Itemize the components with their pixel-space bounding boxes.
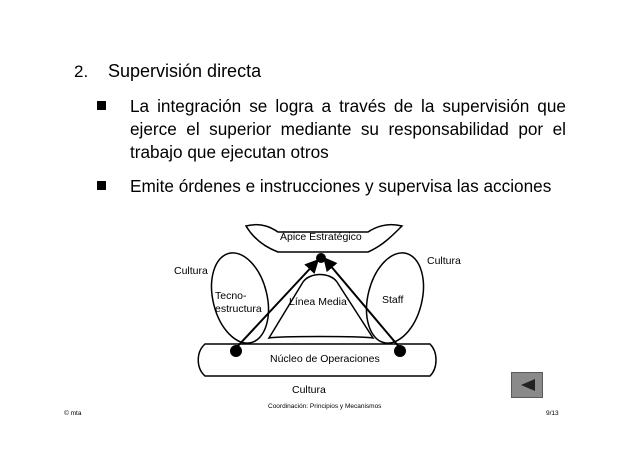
culture-right-label: Cultura xyxy=(427,255,461,267)
operating-core-label: Núcleo de Operaciones xyxy=(270,353,380,365)
technostructure-label-line2: estructura xyxy=(215,303,262,315)
footer-title: Coordinación: Principios y Mecanismos xyxy=(268,403,382,410)
bullet-square-icon xyxy=(97,181,106,190)
previous-slide-button[interactable] xyxy=(511,372,543,398)
middle-line-triangle xyxy=(267,273,375,340)
culture-bottom-label: Cultura xyxy=(292,384,326,396)
staff-shape xyxy=(365,252,425,344)
heading-number: 2. xyxy=(74,62,89,81)
middle-line-label: Línea Media xyxy=(289,296,347,308)
dot-right xyxy=(394,345,406,357)
footer-author: © mta xyxy=(64,410,82,417)
footer-page-number: 9/13 xyxy=(546,410,559,417)
dot-apex xyxy=(316,253,326,263)
bullet-square-icon xyxy=(97,101,106,110)
heading-title: Supervisión directa xyxy=(108,61,262,81)
apex-shape xyxy=(244,223,404,253)
arrow-right xyxy=(323,256,401,349)
staff-label: Staff xyxy=(382,294,404,306)
apex-label: Ápice Estratégico xyxy=(280,231,362,243)
culture-left-label: Cultura xyxy=(174,265,208,277)
bullet-text-2: Emite órdenes e instrucciones y supervis… xyxy=(130,176,552,196)
arrow-left xyxy=(235,258,319,349)
dot-left xyxy=(230,345,242,357)
operating-core-shape xyxy=(197,343,437,377)
technostructure-shape xyxy=(210,252,270,344)
technostructure-label-line1: Tecno- xyxy=(215,290,247,302)
bullet-text-1: La integración se logra a través de la s… xyxy=(130,96,566,162)
